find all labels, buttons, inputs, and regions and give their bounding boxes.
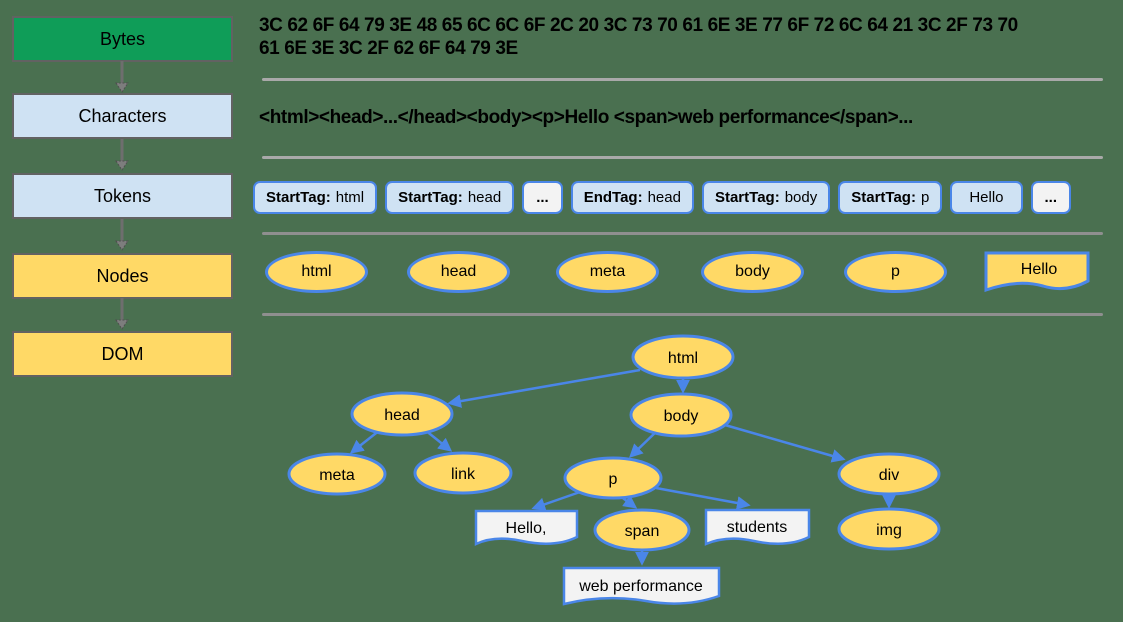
text-node-label: students — [727, 519, 787, 536]
node-label: link — [451, 466, 476, 483]
tree-text-node-hello: Hello, — [474, 509, 579, 546]
text-node-label: Hello, — [506, 520, 547, 537]
down-arrow-icon — [115, 139, 129, 171]
token-value: p — [920, 189, 930, 206]
tree-node-img: img — [837, 507, 941, 551]
text-node-label: web performance — [578, 578, 703, 595]
token-box-starttag-p: StartTag: p — [838, 181, 943, 214]
flag-shape — [984, 251, 1090, 293]
node-ellipse-body: body — [701, 251, 804, 293]
tree-node-link: link — [413, 451, 513, 495]
token-box-starttag-html: StartTag: html — [253, 181, 378, 214]
tree-edge-body-div — [724, 423, 846, 463]
section-divider — [262, 156, 1103, 159]
node-label: p — [609, 471, 618, 488]
token-type-label: StartTag: — [266, 189, 331, 206]
bytes-hex-text: 3C 62 6F 64 79 3E 48 65 6C 6C 6F 2C 20 3… — [259, 15, 1018, 59]
down-arrow-icon — [115, 298, 129, 330]
stage-label-dom: DOM — [101, 343, 144, 364]
tree-node-p: p — [563, 456, 663, 500]
token-box-ellipsis: ... — [1030, 181, 1072, 214]
stage-label-characters: Characters — [78, 105, 167, 126]
text-node-flag-hello: Hello — [984, 251, 1090, 293]
tree-node-head: head — [350, 391, 454, 437]
node-label: head — [440, 263, 477, 280]
node-label: body — [664, 408, 699, 425]
tree-edge-p-hello — [531, 490, 581, 511]
node-label: html — [668, 350, 698, 367]
tree-edge-head-meta — [349, 429, 381, 454]
token-box-ellipsis: ... — [522, 181, 563, 214]
characters-markup-text: <html><head>...</head><body><p>Hello <sp… — [259, 107, 913, 128]
tree-node-body: body — [629, 392, 733, 438]
stage-box-bytes: Bytes — [12, 16, 233, 62]
token-box-hello: Hello — [950, 181, 1023, 214]
tree-edge-head-link — [424, 429, 453, 452]
stage-box-dom: DOM — [12, 331, 233, 377]
node-label: img — [876, 522, 902, 539]
token-box-starttag-body: StartTag: body — [701, 181, 831, 214]
stage-box-nodes: Nodes — [12, 253, 233, 299]
tree-text-node-web-performance: web performance — [562, 566, 721, 606]
stage-box-characters: Characters — [12, 93, 233, 139]
node-ellipse-p: p — [844, 251, 947, 293]
token-type-label: StartTag: — [851, 189, 916, 206]
token-type-label: StartTag: — [398, 189, 463, 206]
tree-edge-html-head — [447, 368, 641, 408]
tree-node-html: html — [631, 334, 735, 380]
dom-tree: html head body meta link p div img — [287, 334, 941, 606]
token-row: StartTag: html StartTag: head ... EndTag… — [253, 181, 1072, 214]
token-type-label: StartTag: — [714, 189, 780, 206]
token-box-endtag-head: EndTag: head — [570, 181, 694, 214]
node-label: head — [384, 407, 420, 424]
token-value: Hello — [969, 189, 1004, 206]
token-value: head — [467, 189, 502, 206]
node-label: div — [879, 467, 899, 484]
token-value: html — [335, 189, 365, 206]
node-label: body — [735, 263, 770, 280]
tree-edge-body-p — [629, 429, 659, 458]
node-label: p — [891, 263, 900, 280]
stage-label-bytes: Bytes — [99, 28, 146, 49]
token-type-label: EndTag: — [583, 189, 643, 206]
token-value: head — [647, 189, 681, 206]
tree-node-div: div — [837, 452, 941, 496]
down-arrow-icon — [115, 61, 129, 93]
stage-box-tokens: Tokens — [12, 173, 233, 219]
section-divider — [262, 78, 1103, 81]
node-label: meta — [589, 263, 626, 280]
token-box-starttag-head: StartTag: head — [385, 181, 515, 214]
node-ellipse-meta: meta — [556, 251, 659, 293]
node-label: meta — [319, 467, 355, 484]
section-divider — [262, 232, 1103, 235]
tree-node-meta: meta — [287, 452, 387, 496]
token-value: body — [784, 189, 818, 206]
node-label: span — [625, 523, 660, 540]
stage-label-nodes: Nodes — [96, 265, 149, 286]
stage-label-tokens: Tokens — [93, 185, 152, 206]
token-value: ... — [1044, 189, 1058, 206]
down-arrow-icon — [115, 219, 129, 251]
tree-edge-p-students — [655, 486, 751, 510]
node-label: html — [301, 263, 332, 280]
section-divider — [262, 313, 1103, 316]
tree-text-node-students: students — [704, 508, 811, 546]
node-ellipse-html: html — [265, 251, 368, 293]
node-label: Hello — [1021, 261, 1058, 278]
tree-node-span: span — [593, 508, 691, 552]
node-ellipse-head: head — [407, 251, 510, 293]
token-value: ... — [536, 189, 549, 206]
